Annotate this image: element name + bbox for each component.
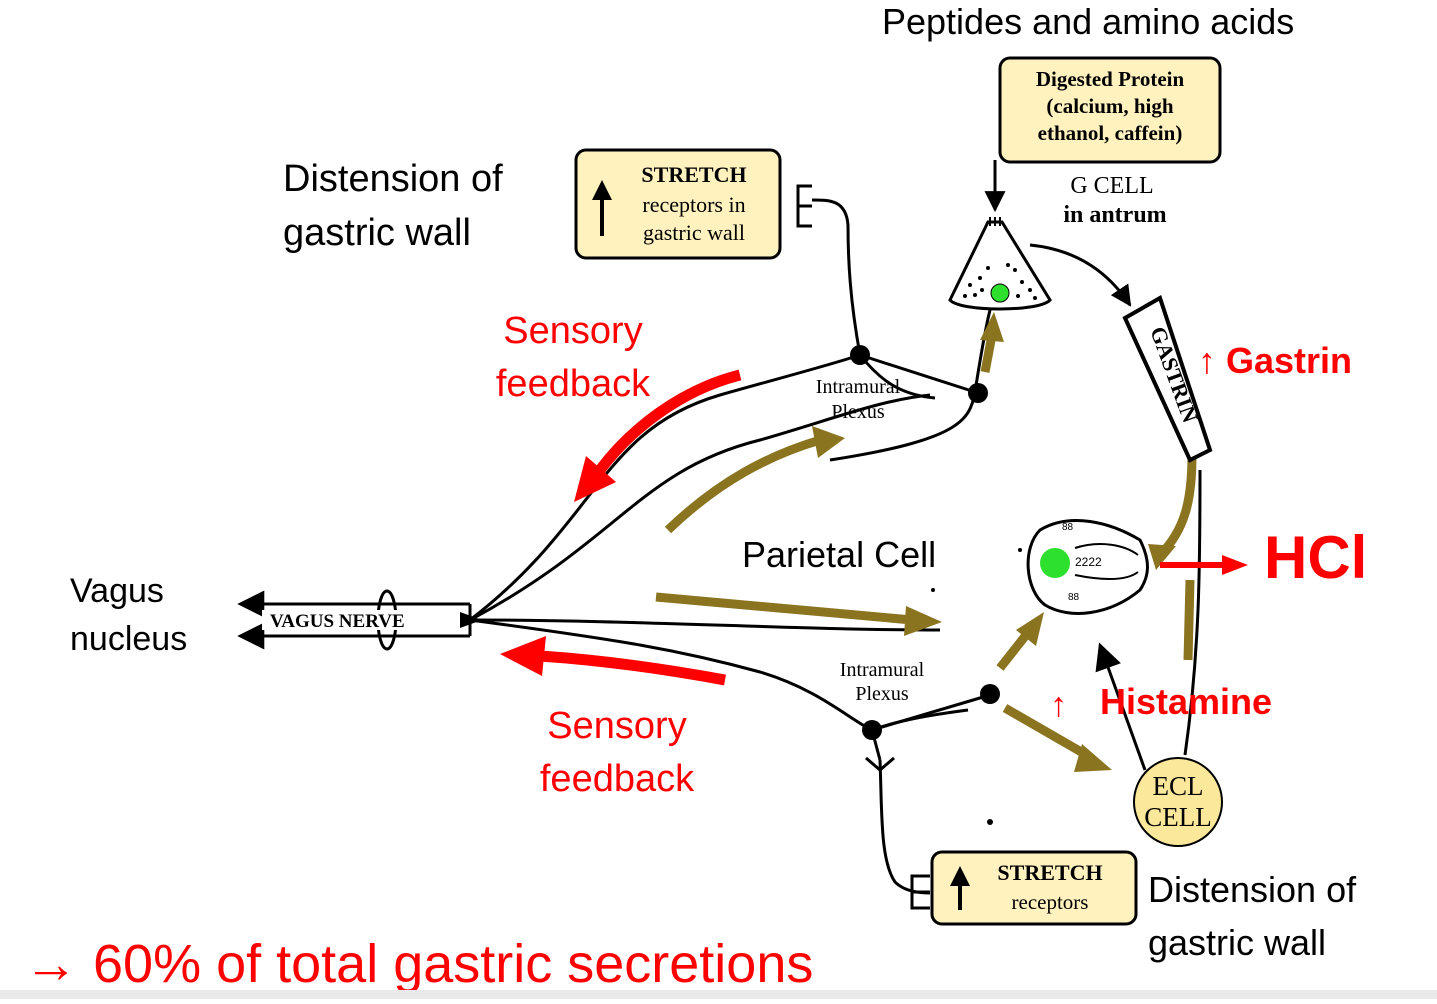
intramural-bottom-line1: Intramural (840, 659, 925, 681)
hcl-arrowhead (1222, 555, 1248, 575)
g-cell-nucleus (990, 283, 1010, 303)
stretch-bottom-line1: STRETCH (997, 860, 1102, 885)
bottom-strip (0, 990, 1437, 999)
ecl-cell-line1: ECL (1153, 771, 1204, 801)
svg-text:88: 88 (1062, 522, 1074, 533)
arrowhead (1148, 544, 1176, 570)
plexus-dot (968, 383, 988, 403)
sensory-top-line2: feedback (496, 363, 651, 405)
digested-protein-line2: (calcium, high (1046, 94, 1173, 118)
vagus-nucleus-line1: Vagus (70, 572, 164, 610)
sensory-arrow-bottom (539, 650, 726, 686)
sensory-top-line1: Sensory (503, 310, 642, 352)
efferent-arrow-middle (655, 592, 913, 625)
stretch-bottom-line2: receptors (1012, 890, 1089, 914)
sensory-arrowhead-bottom (500, 636, 546, 676)
g-cell (948, 217, 1052, 311)
footer-label: → 60% of total gastric secretions (24, 934, 813, 994)
efferent-arrow-upper (664, 435, 822, 534)
distension-top-line1: Distension of (283, 158, 503, 200)
ecl-cell-line2: CELL (1144, 802, 1212, 832)
up-arrow-icon (592, 180, 612, 236)
sensory-bottom-line2: feedback (540, 758, 695, 800)
olive-arrowheads (812, 312, 1176, 772)
vagus-nerve-label-bg (262, 610, 458, 630)
digested-protein-box: Digested Protein (calcium, high ethanol,… (998, 56, 1222, 164)
g-cell-label-line1: G CELL (1070, 173, 1153, 199)
plexus-to-ecl-arrow (1002, 704, 1093, 761)
stretch-receptor-top-box: STRETCH receptors in gastric wall (574, 148, 782, 260)
arrowhead (1016, 612, 1044, 646)
parietal-cell-label: Parietal Cell (742, 534, 936, 575)
plexus-dots (850, 345, 1022, 825)
hcl-label: HCl (1264, 524, 1367, 591)
histamine-arrow: ↑ (1050, 686, 1067, 724)
stretch-top-line3: gastric wall (643, 220, 745, 245)
stray-dot (987, 819, 993, 825)
plexus-dot (850, 345, 870, 365)
stretch-receptor-bottom-box: STRETCH receptors (930, 850, 1138, 926)
intramural-top-line1: Intramural (816, 376, 901, 398)
ecl-line (1183, 579, 1195, 661)
g-cell-label-line2: in antrum (1063, 202, 1166, 228)
vagus-nerve-arrowhead (460, 612, 482, 628)
plexus-to-gcell-arrow (980, 334, 997, 373)
arrowhead (812, 426, 845, 458)
intramural-bottom-line2: Plexus (855, 683, 909, 705)
svg-text:88: 88 (1068, 592, 1080, 603)
distension-top-line2: gastric wall (283, 212, 471, 254)
nerve-lines (237, 160, 1202, 910)
digested-protein-line1: Digested Protein (1036, 67, 1185, 91)
digested-protein-line3: ethanol, caffein) (1038, 121, 1183, 145)
sensory-bottom-line1: Sensory (547, 705, 686, 747)
plexus-dot (862, 720, 882, 740)
sensory-arrowhead-top (574, 456, 616, 502)
distension-bottom-line2: gastric wall (1148, 922, 1326, 963)
gastrin-to-parietal-arrow (1156, 454, 1197, 559)
stray-dot (1018, 548, 1022, 552)
up-arrow-icon (950, 866, 970, 910)
distension-bottom-line1: Distension of (1148, 869, 1357, 910)
plexus-dot (980, 684, 1000, 704)
intramural-top-line2: Plexus (831, 401, 885, 423)
sensory-arrow-top (595, 369, 742, 474)
arrowhead (1074, 744, 1112, 772)
ecl-cell: ECL CELL (1133, 757, 1223, 847)
parietal-cell-nucleus (1040, 548, 1070, 578)
stretch-top-line2: receptors in (642, 192, 745, 217)
vagus-nerve-label: VAGUS NERVE (270, 611, 405, 632)
arrowhead (980, 312, 1004, 342)
gastrin-label: ↑ Gastrin (1198, 340, 1352, 381)
stretch-top-line1: STRETCH (641, 162, 746, 187)
stray-dot (931, 588, 935, 592)
histamine-label: Histamine (1100, 681, 1272, 722)
vagus-nucleus-line2: nucleus (70, 620, 187, 658)
arrowhead (904, 606, 942, 636)
sensory-arrows (500, 369, 1248, 686)
svg-text:2222: 2222 (1075, 555, 1102, 569)
parietal-cell: 2222 88 88 (1026, 519, 1149, 615)
peptides-label: Peptides and amino acids (882, 1, 1294, 42)
